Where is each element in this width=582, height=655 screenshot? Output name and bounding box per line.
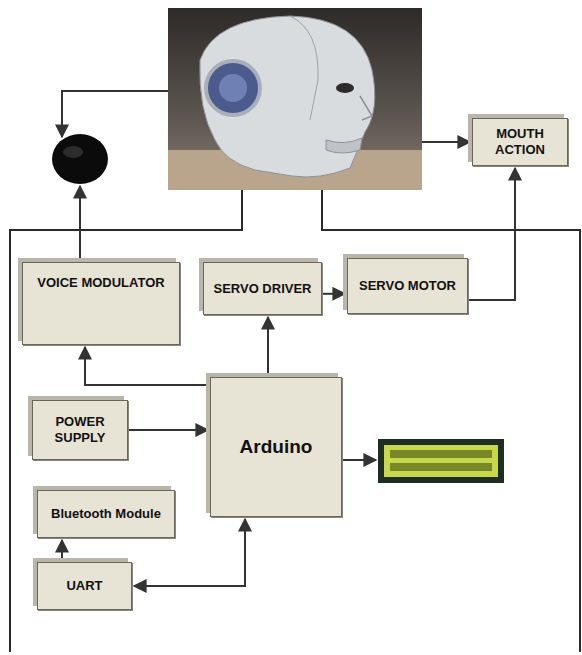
lcd-display	[378, 439, 504, 483]
speaker	[52, 134, 108, 184]
lcd-row	[390, 450, 492, 458]
wire	[342, 459, 376, 461]
speaker-highlight	[63, 146, 83, 158]
process-box: UART	[37, 562, 132, 610]
photo-background	[168, 8, 422, 190]
process-box: SERVO DRIVER	[203, 262, 322, 315]
ear-disc	[206, 61, 260, 115]
controller-box: Arduino	[210, 377, 342, 517]
nose	[360, 96, 372, 120]
connector-arrow	[61, 540, 63, 562]
eye	[336, 83, 354, 93]
connector-arrow	[128, 429, 208, 431]
frame-wire	[322, 190, 580, 652]
lcd-screen	[384, 445, 498, 477]
connector-arrow	[267, 317, 269, 377]
box-label: VOICE MODULATOR	[37, 275, 164, 291]
panel-seam	[290, 16, 318, 120]
lcd-frame	[378, 439, 504, 483]
frame-wire	[10, 190, 580, 652]
output-box: MOUTH ACTION	[472, 118, 568, 166]
wire	[79, 186, 81, 262]
connector-arrow	[85, 347, 210, 385]
lcd-row	[390, 463, 492, 471]
process-box: SERVO MOTOR	[347, 258, 468, 314]
process-box: VOICE MODULATOR	[22, 262, 180, 345]
wire	[422, 141, 470, 143]
box-label: SERVO DRIVER	[213, 281, 311, 297]
box-label: UART	[66, 578, 102, 594]
wire	[62, 91, 168, 137]
connector-arrow	[468, 168, 515, 300]
box-label: Bluetooth Module	[51, 506, 161, 522]
box-label: POWER SUPPLY	[39, 414, 121, 445]
ear-disc	[219, 74, 247, 102]
connector-arrow	[322, 293, 345, 295]
jaw	[326, 138, 362, 153]
robot-head-photo	[168, 8, 422, 190]
frame-wire	[10, 190, 242, 652]
head-shell	[200, 16, 375, 177]
box-label: Arduino	[240, 436, 313, 459]
box-label: SERVO MOTOR	[359, 278, 456, 294]
lcd-cells	[390, 450, 492, 471]
speaker-body	[52, 134, 108, 184]
box-label: MOUTH ACTION	[479, 126, 561, 157]
process-box: Bluetooth Module	[37, 490, 175, 538]
process-box: POWER SUPPLY	[32, 400, 128, 460]
